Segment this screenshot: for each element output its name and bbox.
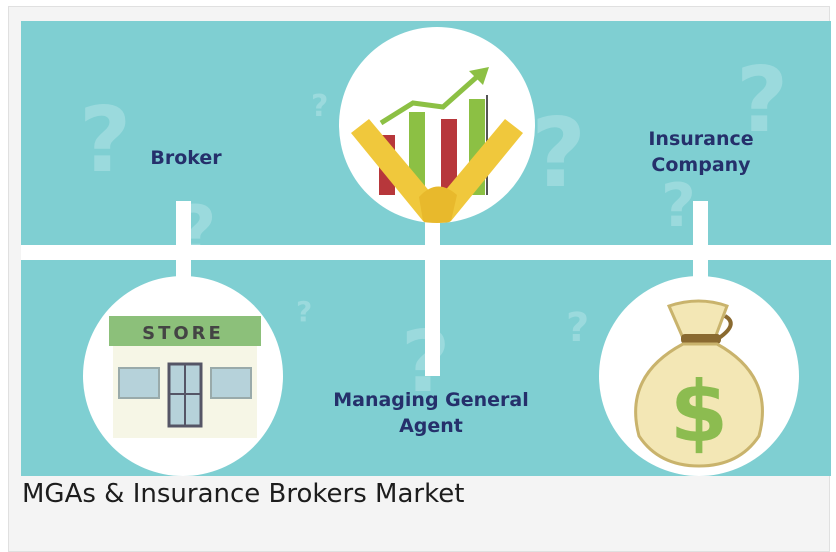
question-mark-icon: ? ? ? ? ? ? ? ? ? bbox=[79, 48, 788, 412]
broker-connector bbox=[176, 201, 191, 281]
insurance-company-line1: Insurance bbox=[648, 128, 754, 150]
insurer-connector bbox=[693, 201, 708, 281]
money-bag-icon: $ bbox=[634, 299, 764, 468]
svg-text:$: $ bbox=[670, 363, 728, 461]
handshake-icon bbox=[351, 119, 523, 223]
mga-label-line2: Agent bbox=[399, 415, 463, 437]
article-card[interactable]: ? ? ? ? ? ? ? ? ? bbox=[8, 6, 831, 552]
svg-text:?: ? bbox=[566, 305, 589, 351]
insurance-company-label: Insurance Company bbox=[621, 126, 781, 178]
article-title[interactable]: MGAs & Insurance Brokers Market bbox=[22, 479, 465, 509]
store-icon: STORE bbox=[109, 316, 261, 438]
broker-label-text: Broker bbox=[150, 147, 222, 169]
svg-text:?: ? bbox=[736, 48, 788, 153]
mga-connector bbox=[425, 211, 440, 376]
svg-text:?: ? bbox=[311, 89, 328, 124]
banner-illustration: ? ? ? ? ? ? ? ? ? bbox=[21, 21, 831, 476]
svg-text:?: ? bbox=[531, 99, 586, 209]
svg-text:?: ? bbox=[79, 88, 131, 193]
broker-label: Broker bbox=[131, 145, 241, 171]
store-circle: STORE bbox=[83, 276, 283, 476]
svg-text:?: ? bbox=[661, 171, 696, 241]
svg-text:?: ? bbox=[296, 295, 312, 328]
mga-label-line1: Managing General bbox=[333, 389, 529, 411]
insurance-company-line2: Company bbox=[651, 154, 751, 176]
mga-label: Managing General Agent bbox=[311, 387, 551, 439]
money-bag-circle: $ bbox=[599, 276, 799, 476]
store-sign-text: STORE bbox=[142, 323, 224, 344]
growth-handshake-circle bbox=[339, 27, 535, 223]
